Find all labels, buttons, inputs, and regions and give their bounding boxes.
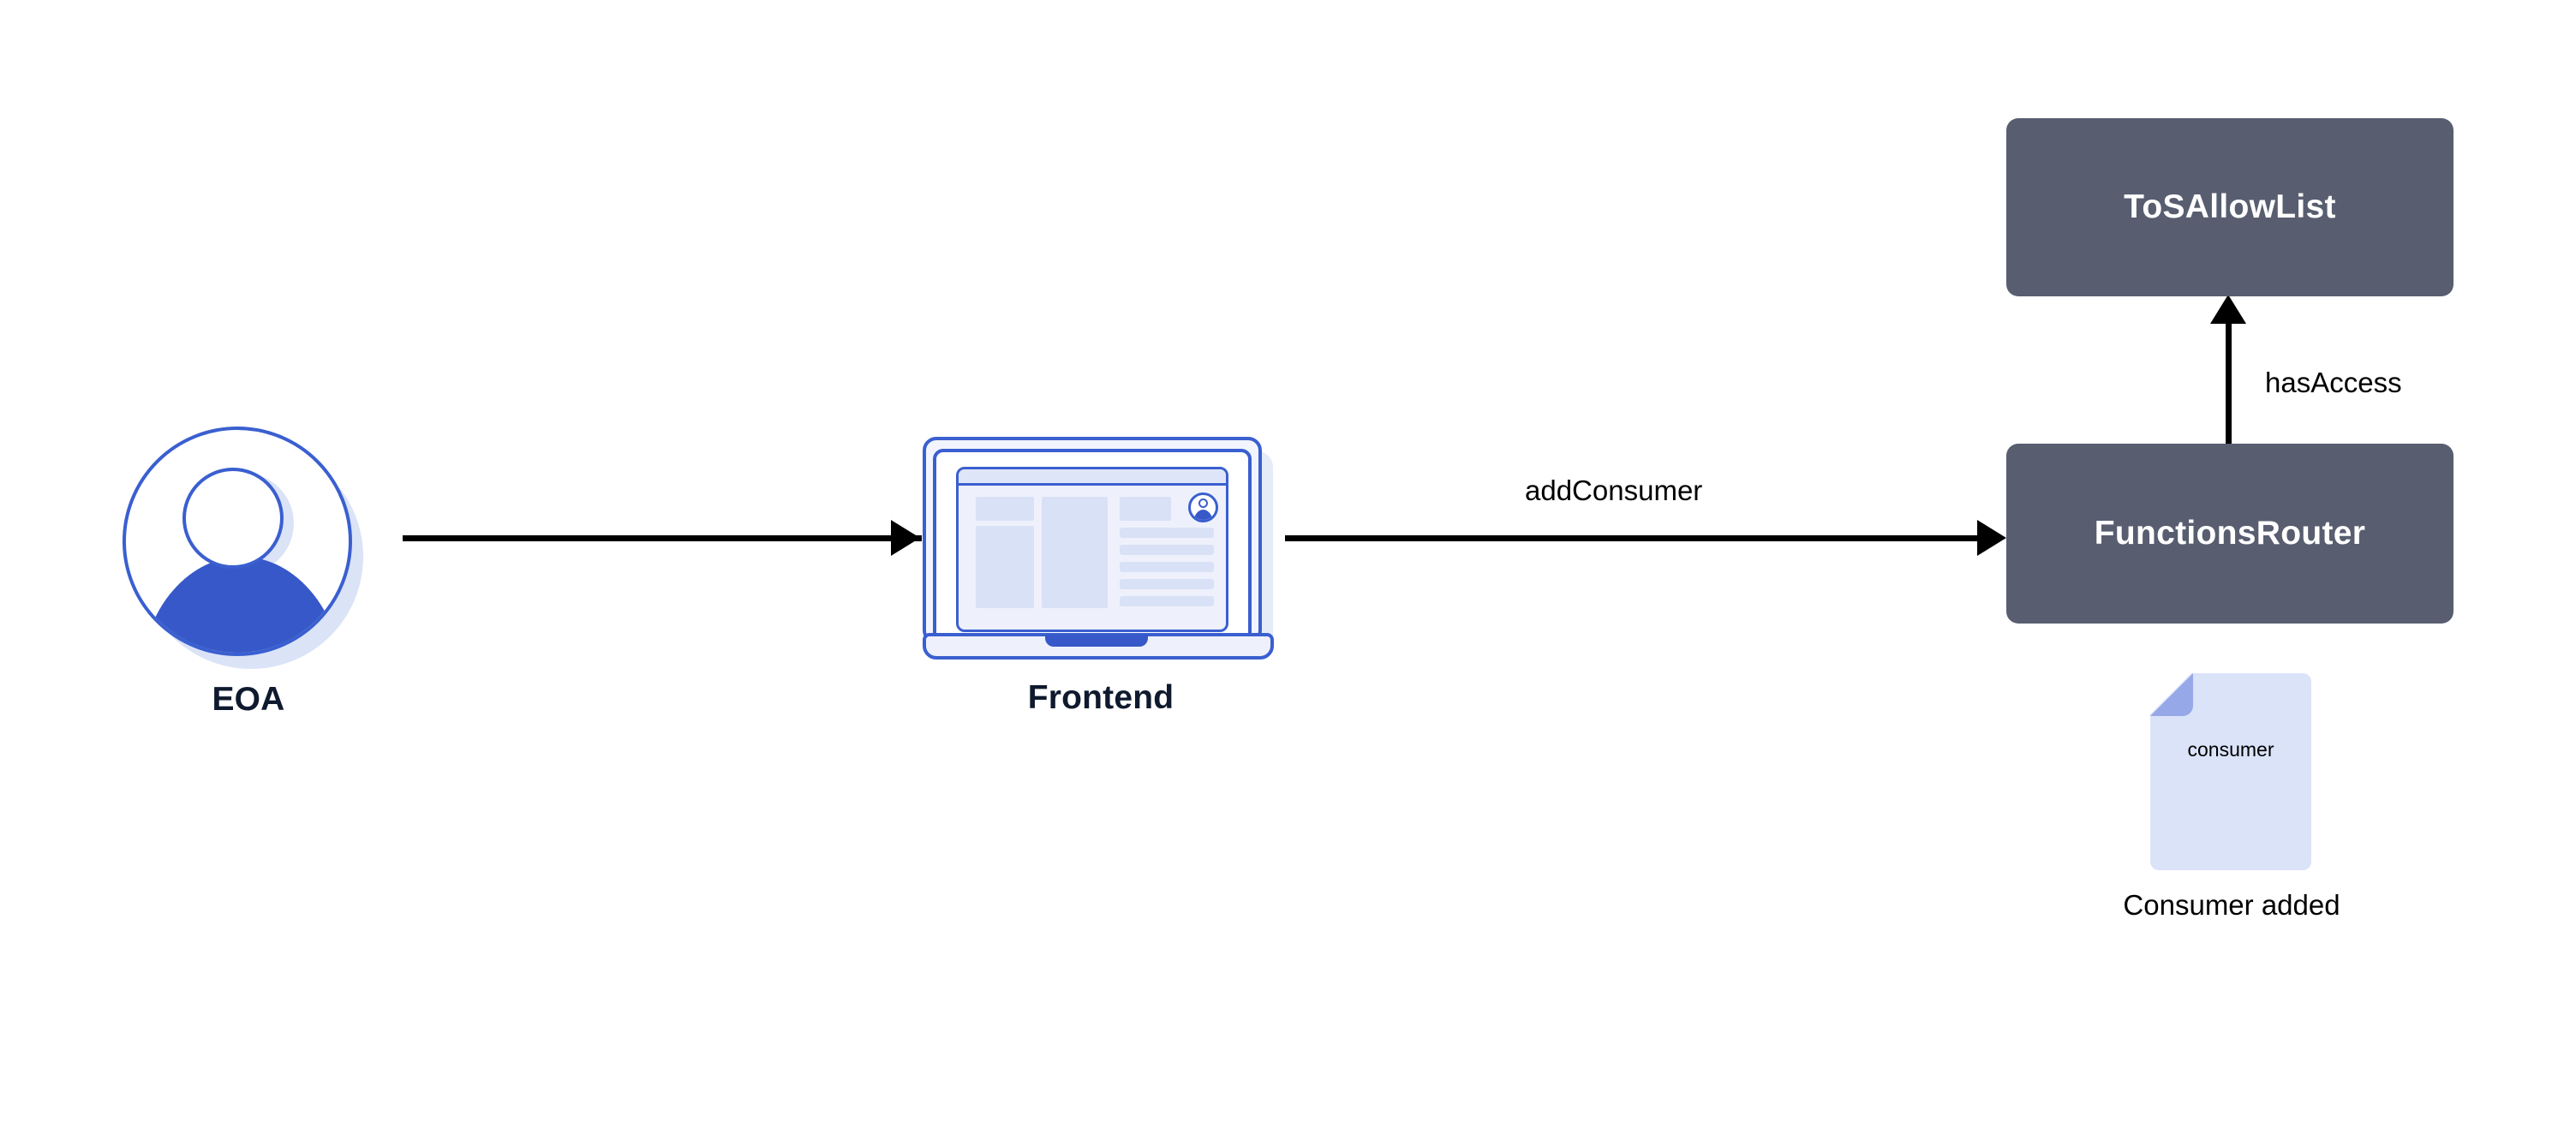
screen-text-line [1120, 562, 1214, 572]
edge-line [2226, 308, 2232, 445]
avatar-head-shape [182, 468, 284, 569]
screen-titlebar [959, 469, 1226, 486]
edge-line [1285, 535, 1987, 541]
node-tos-allow-list-label: ToSAllowList [2124, 188, 2336, 225]
screen-block-b [976, 526, 1034, 608]
screen-text-line [1120, 596, 1214, 606]
edge-line [403, 535, 922, 541]
screen-block-c [1042, 497, 1108, 608]
screen-text-line [1120, 579, 1214, 589]
node-consumer-document[interactable]: consumer Consumer added [2090, 673, 2373, 956]
screen-user-avatar-icon [1188, 492, 1218, 522]
screen-avatar-body [1192, 510, 1214, 520]
document-fold-corner-icon [2150, 673, 2193, 716]
laptop-icon [917, 433, 1285, 672]
document-file-label: consumer [2187, 738, 2274, 761]
edge-label-has-access: hasAccess [2265, 367, 2402, 398]
document-icon: consumer [2150, 673, 2311, 870]
user-avatar-icon [120, 424, 368, 672]
screen-avatar-head [1198, 498, 1208, 508]
avatar-body-shape [140, 557, 344, 653]
laptop-screen [956, 467, 1228, 632]
screen-text-line [1120, 528, 1214, 538]
laptop-notch [1045, 635, 1148, 647]
arrow-head-icon [2210, 295, 2246, 324]
node-frontend[interactable]: Frontend [917, 433, 1285, 741]
document-caption: Consumer added [2123, 889, 2340, 921]
node-functions-router-label: FunctionsRouter [2094, 515, 2366, 552]
avatar-ring [123, 427, 352, 656]
arrow-head-icon [1977, 520, 2006, 556]
screen-block-d [1120, 497, 1171, 521]
screen-block-a [976, 497, 1034, 521]
node-eoa[interactable]: EOA [120, 424, 377, 718]
node-functions-router[interactable]: FunctionsRouter [2006, 444, 2453, 624]
node-frontend-label: Frontend [1027, 679, 1174, 716]
node-eoa-label: EOA [212, 681, 285, 718]
node-tos-allow-list[interactable]: ToSAllowList [2006, 118, 2453, 296]
arrow-head-icon [891, 520, 920, 556]
screen-text-line [1120, 545, 1214, 555]
edge-label-add-consumer: addConsumer [1525, 475, 1703, 506]
